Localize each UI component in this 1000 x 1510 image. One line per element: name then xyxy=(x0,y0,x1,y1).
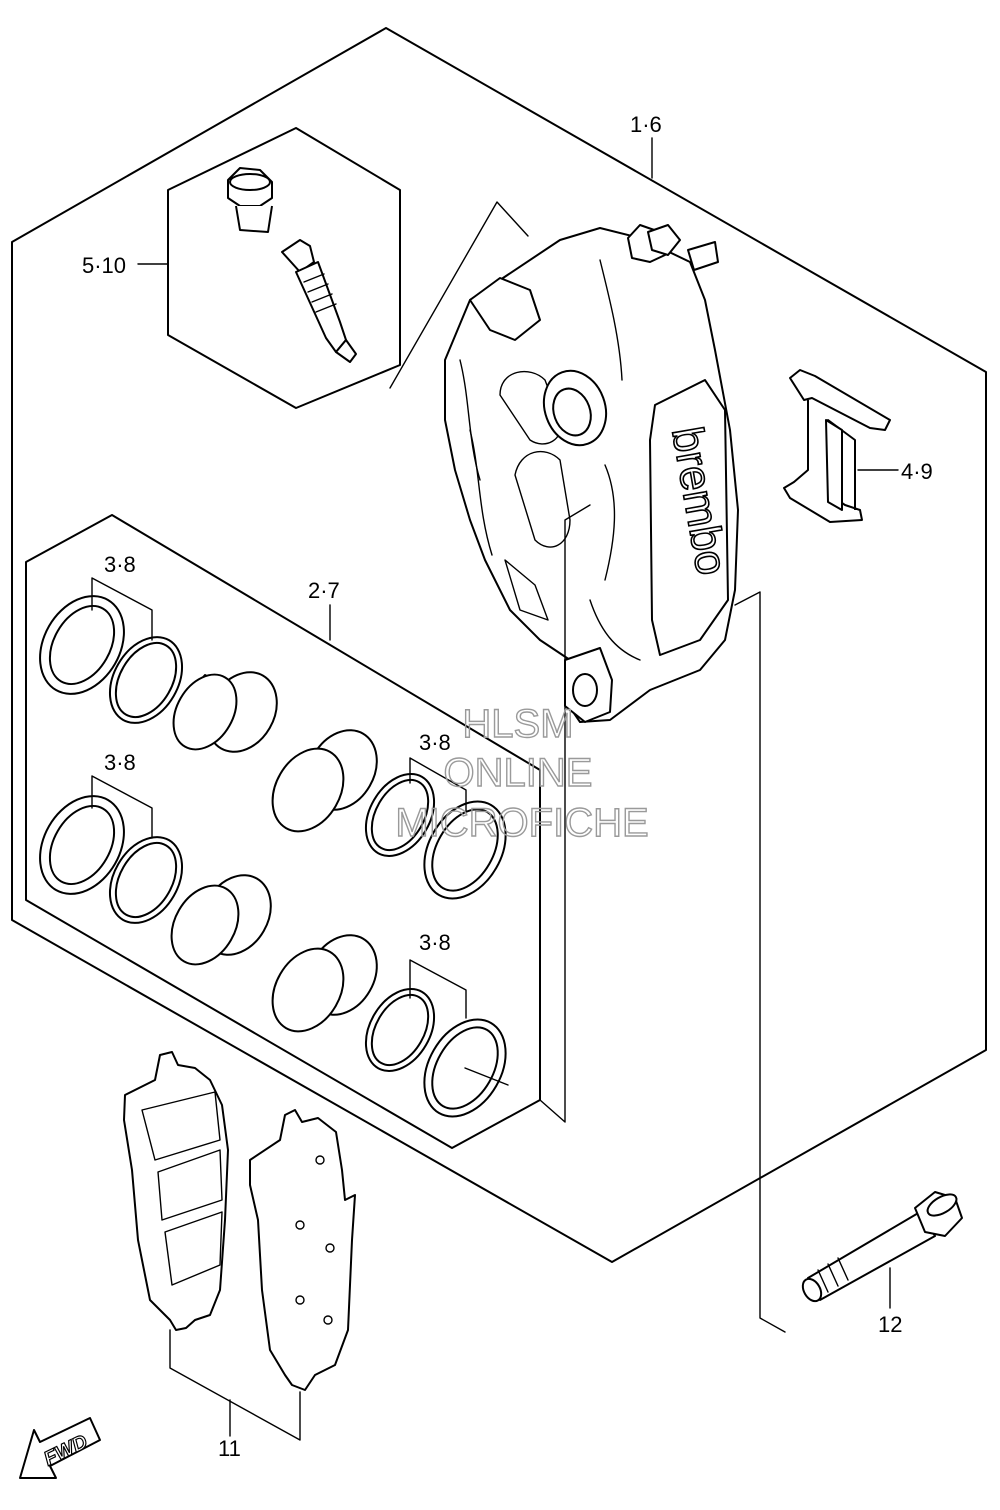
callout-seal-d: 3·8 xyxy=(419,930,451,955)
assembly-outline xyxy=(11,27,987,1263)
seal-ring-5 xyxy=(39,795,125,895)
bleeder-kit-outline xyxy=(167,127,401,409)
brake-pad-inner xyxy=(123,1051,229,1331)
piston-4 xyxy=(271,934,378,1033)
callout-caliper: 1·6 xyxy=(630,112,662,137)
callout-seal-a: 3·8 xyxy=(104,552,136,577)
pad-pin xyxy=(801,1191,963,1303)
piston-1 xyxy=(172,671,278,753)
brake-caliper xyxy=(444,224,739,723)
leader-caliper-right xyxy=(734,591,786,1333)
fwd-arrow-icon: FWD xyxy=(19,1417,101,1479)
seal-ring-3 xyxy=(364,773,436,857)
piston-3 xyxy=(170,874,272,966)
seal-ring-7 xyxy=(364,988,436,1072)
leader-seal-d xyxy=(409,959,467,1019)
leader-seal-a xyxy=(91,577,153,641)
pad-spring xyxy=(783,369,891,523)
leader-seal-b xyxy=(91,775,153,839)
seal-ring-6 xyxy=(108,836,184,924)
watermark-line-3: MICROFICHE xyxy=(395,801,648,845)
brake-pad-outer xyxy=(249,1109,356,1391)
seal-ring-2 xyxy=(108,636,184,724)
seal-ring-1 xyxy=(39,595,125,695)
bleeder-cap xyxy=(227,167,273,233)
callout-pads: 11 xyxy=(218,1436,241,1461)
piston-2 xyxy=(271,729,378,833)
seal-ring-4 xyxy=(423,800,507,900)
bleeder-screw xyxy=(281,239,357,363)
leader-caliper-body xyxy=(539,504,591,1123)
seal-ring-8 xyxy=(423,1018,509,1118)
callout-piston-set: 2·7 xyxy=(308,578,340,603)
leader-caliper-guide xyxy=(389,201,529,389)
leader-seal-c xyxy=(409,757,467,813)
callout-seal-c: 3·8 xyxy=(419,730,451,755)
callout-spring: 4·9 xyxy=(901,459,933,484)
watermark-line-1: HLSM xyxy=(462,702,573,746)
leader-pads xyxy=(169,1329,301,1441)
callout-seal-b: 3·8 xyxy=(104,750,136,775)
watermark-line-2: ONLINE xyxy=(444,751,593,795)
callout-pin: 12 xyxy=(878,1312,902,1337)
callout-bleeder: 5·10 xyxy=(82,253,126,278)
